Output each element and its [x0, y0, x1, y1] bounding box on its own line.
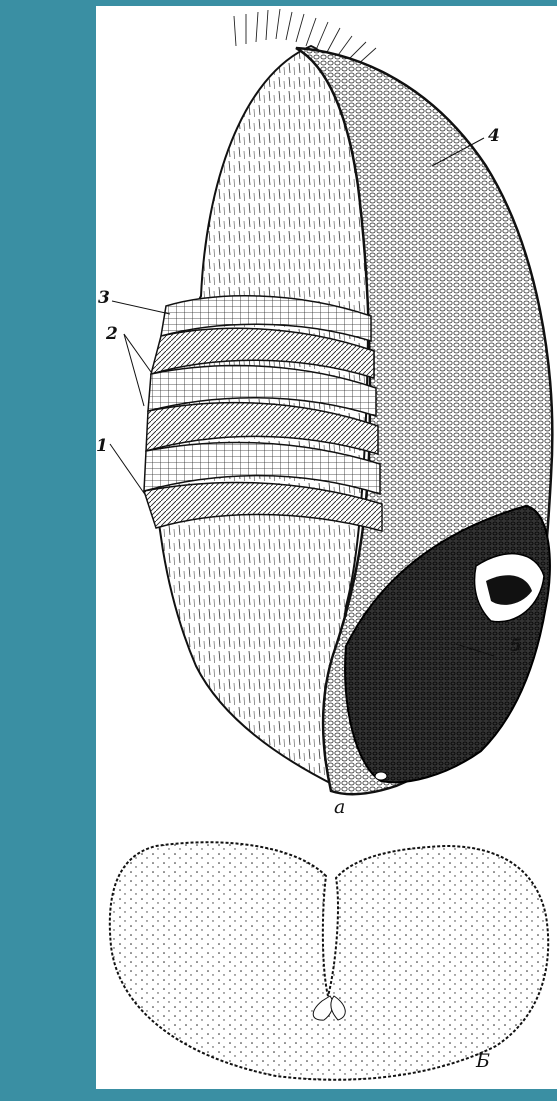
seed-drawing	[96, 6, 557, 1089]
label-4: 4	[488, 126, 500, 146]
cross-section	[110, 842, 548, 1080]
label-2: 2	[106, 324, 118, 344]
label-1: 1	[96, 436, 108, 456]
figure-label-b: Б	[476, 1050, 490, 1072]
label-5: 5	[510, 636, 522, 656]
label-3: 3	[98, 288, 110, 308]
illustration-plate: 3 2 1 4 5 a Б	[96, 6, 557, 1089]
figure-label-a: a	[334, 796, 345, 818]
left-teal-band	[0, 0, 96, 1101]
